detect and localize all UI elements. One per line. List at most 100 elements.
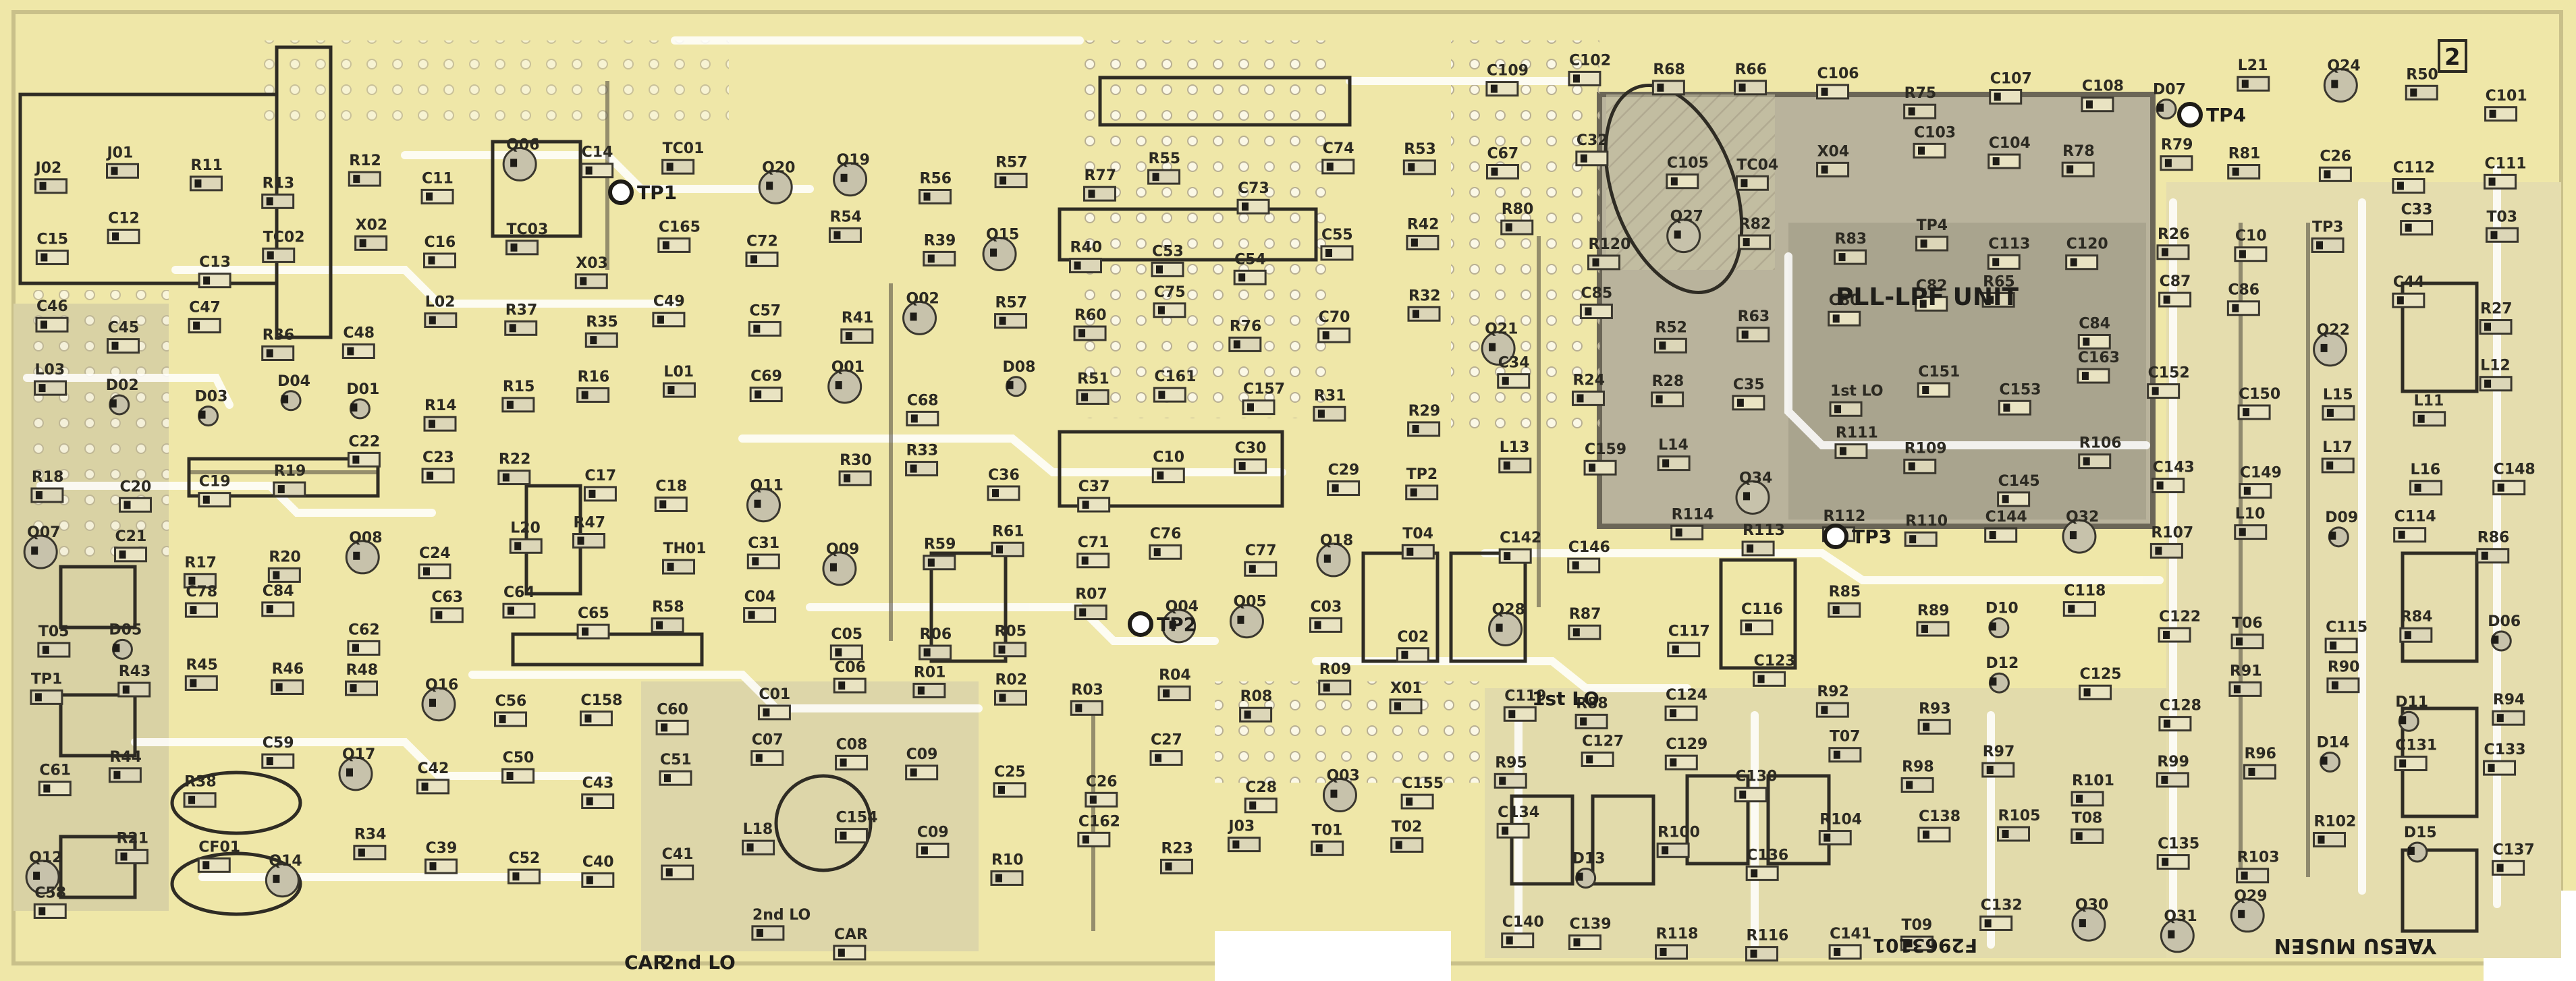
solder-pad [347, 347, 354, 356]
component-designator: R23 [1161, 840, 1193, 857]
component-designator: T07 [1830, 729, 1861, 746]
component-designator: C52 [508, 850, 540, 867]
solder-pad [2161, 775, 2168, 784]
signal-label: CAR [624, 951, 667, 974]
crystal-x01 [774, 774, 873, 872]
solder-pad [1504, 552, 1511, 561]
solder-pad [2320, 756, 2328, 765]
component-designator: C132 [1981, 897, 2023, 914]
part-footprint [2323, 68, 2358, 103]
component-designator: C162 [1078, 813, 1120, 830]
solder-pad [1987, 296, 1994, 304]
component-designator: R88 [1576, 695, 1608, 712]
solder-pad [2326, 461, 2334, 470]
solder-pad [2488, 764, 2495, 773]
component-designator: R21 [116, 831, 148, 847]
component-designator: T05 [38, 623, 70, 640]
component-designator: R81 [2228, 146, 2261, 163]
solder-pad [1986, 766, 1994, 775]
solder-pad [910, 768, 917, 777]
solder-pad [1506, 936, 1513, 945]
solder-pad [1839, 447, 1846, 455]
solder-pad [1821, 706, 1828, 714]
component-designator: X01 [1390, 680, 1423, 697]
component-designator: R10 [991, 851, 1024, 868]
component-designator: C53 [1152, 243, 1184, 260]
solder-pad [586, 876, 593, 885]
solder-pad [1489, 343, 1496, 352]
component-designator: R46 [272, 661, 304, 677]
component-designator: C45 [107, 320, 139, 337]
solder-pad [752, 557, 759, 566]
component-designator: Q09 [826, 541, 859, 558]
transformer-t05 [491, 140, 582, 238]
component-designator: Q08 [349, 530, 382, 546]
solder-pad [2164, 159, 2172, 167]
component-designator: C76 [1150, 526, 1182, 542]
solder-pad [2497, 483, 2504, 492]
component-designator: C112 [2393, 159, 2435, 176]
component-designator: C05 [831, 626, 862, 643]
component-designator: Q01 [831, 359, 865, 376]
test-point-ring [2177, 102, 2203, 128]
part-footprint [2313, 332, 2348, 367]
component-designator: C29 [1328, 462, 1360, 479]
solder-pad [2076, 794, 2083, 803]
part-number-label: F2963101 [1872, 934, 1977, 957]
component-designator: C04 [744, 588, 776, 605]
component-designator: C75 [1154, 284, 1186, 301]
solder-pad [840, 758, 847, 767]
solder-pad [353, 175, 360, 184]
solder-pad [1323, 554, 1331, 563]
solder-pad [1592, 258, 1599, 267]
solder-pad [1238, 273, 1246, 282]
component-designator: C68 [907, 392, 939, 409]
component-designator: C148 [2494, 461, 2536, 478]
solder-pad [111, 341, 119, 350]
solder-pad [2404, 631, 2411, 640]
solder-pad [2232, 304, 2239, 312]
part-footprint [982, 236, 1017, 271]
solder-pad [662, 241, 669, 250]
via-zone-top [256, 40, 729, 121]
component-designator: L21 [2238, 57, 2268, 74]
solder-pad [2156, 481, 2164, 490]
solder-pad [667, 386, 675, 395]
solder-pad [1157, 471, 1164, 480]
solder-pad [2002, 829, 2009, 838]
solder-pad [1921, 625, 1928, 634]
solder-pad [1088, 190, 1095, 198]
solder-pad [1089, 795, 1097, 804]
component-designator: C42 [418, 760, 449, 777]
solder-pad [2079, 919, 2086, 928]
component-designator: R76 [1230, 318, 1262, 335]
coil-l15 [1685, 774, 1750, 866]
component-designator: R113 [1743, 522, 1785, 539]
solder-pad [923, 192, 931, 201]
component-designator: C161 [1154, 368, 1196, 385]
solder-pad [421, 782, 429, 791]
solder-pad [1249, 801, 1257, 810]
component-designator: C116 [1741, 601, 1783, 618]
component-designator: R104 [1819, 812, 1862, 829]
component-designator: C113 [1988, 235, 2030, 252]
solder-pad [38, 384, 46, 393]
solder-pad [1158, 391, 1166, 399]
part-footprint [2071, 907, 2106, 942]
component-designator: C35 [1733, 376, 1765, 393]
solder-pad [2069, 531, 2077, 540]
component-designator: R06 [920, 626, 952, 643]
solder-pad [202, 495, 210, 504]
solder-pad [1573, 938, 1581, 947]
solder-pad [1079, 608, 1087, 617]
component-designator: C06 [834, 659, 866, 676]
component-designator: C14 [582, 144, 613, 161]
component-designator: J02 [34, 160, 62, 177]
solder-pad [514, 542, 522, 551]
coil-l17 [1510, 794, 1574, 886]
component-designator: C21 [115, 528, 147, 545]
solder-pad [840, 173, 848, 182]
component-designator: C87 [2160, 273, 2191, 290]
component-designator: R57 [995, 154, 1028, 171]
solder-pad [506, 772, 514, 781]
